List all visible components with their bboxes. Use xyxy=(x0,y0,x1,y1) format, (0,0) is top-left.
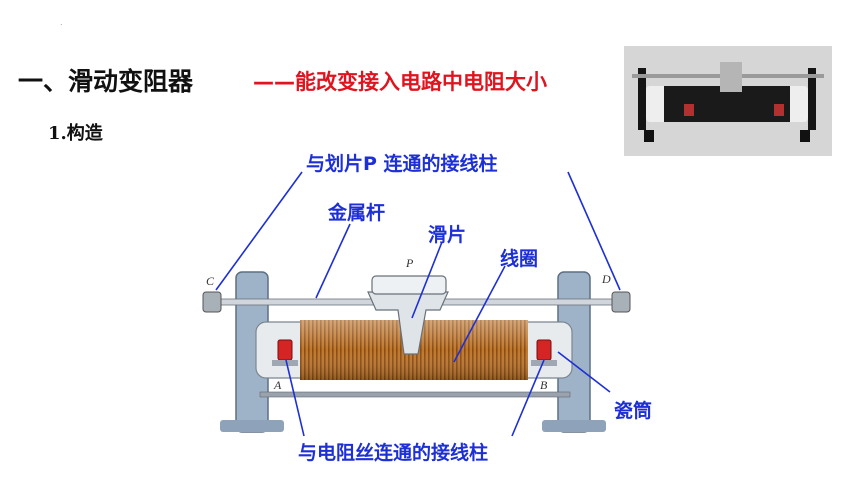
right-foot xyxy=(542,420,606,432)
terminal-b xyxy=(536,339,552,361)
decorative-dot: . xyxy=(60,18,63,27)
label-wire-terminal: 与电阻丝连通的接线柱 xyxy=(298,442,489,464)
letter-c: C xyxy=(206,274,215,288)
lower-rod xyxy=(259,391,571,398)
slider-shape xyxy=(367,291,449,355)
letter-d: D xyxy=(602,272,611,286)
pointer-line-ceramic xyxy=(557,351,611,393)
letter-a: A xyxy=(274,378,282,392)
pointer-line-coil xyxy=(453,265,506,363)
letter-b: B xyxy=(540,378,548,392)
label-slider: 滑片 xyxy=(428,224,467,246)
terminal-d xyxy=(611,291,631,313)
letter-p: P xyxy=(406,256,414,270)
terminal-c xyxy=(202,291,222,313)
pointer-line-d xyxy=(567,171,621,291)
section-heading: 1.构造 xyxy=(48,123,103,144)
label-metal-rod: 金属杆 xyxy=(328,202,386,224)
terminal-a xyxy=(277,339,293,361)
pointer-line-c xyxy=(215,171,303,291)
page-subtitle: ——能改变接入电路中电阻大小 xyxy=(253,70,547,94)
pointer-line-slider xyxy=(411,241,443,319)
left-foot xyxy=(220,420,284,432)
label-coil: 线圈 xyxy=(500,248,539,270)
pointer-line-rod xyxy=(315,223,351,299)
rheostat-photo xyxy=(624,46,832,156)
pointer-line-a xyxy=(285,359,305,437)
label-slider-terminal: 与划片P 连通的接线柱 xyxy=(306,153,498,175)
rheostat-photo-drawing xyxy=(624,46,832,156)
label-ceramic-tube: 瓷筒 xyxy=(614,400,653,422)
pointer-line-b xyxy=(511,359,545,437)
page-title: 一、滑动变阻器 xyxy=(18,67,194,96)
